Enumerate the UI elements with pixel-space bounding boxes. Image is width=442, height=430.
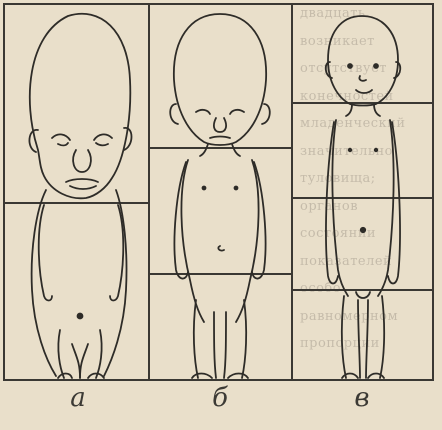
navel — [218, 246, 224, 251]
leg — [96, 330, 102, 378]
head-outline — [30, 14, 131, 199]
eye — [58, 143, 68, 145]
neck — [374, 104, 380, 116]
leg — [80, 344, 88, 378]
eye — [196, 110, 210, 114]
torso-outline — [236, 160, 259, 322]
mouth — [210, 137, 230, 139]
caption-b: б — [200, 383, 240, 423]
leg — [72, 344, 80, 378]
leg — [342, 296, 346, 378]
arm — [110, 205, 123, 301]
eye — [52, 134, 70, 140]
figure-a — [29, 14, 131, 378]
ear — [170, 104, 178, 124]
nipple — [235, 187, 238, 190]
mouth — [70, 186, 96, 189]
foot — [58, 374, 72, 379]
ear — [262, 104, 270, 124]
neck — [346, 104, 352, 116]
figure-grid — [4, 4, 433, 380]
torso-outline — [378, 120, 394, 296]
leg — [380, 296, 384, 378]
leg — [366, 300, 368, 378]
torso-outline — [181, 160, 204, 322]
nose — [359, 76, 366, 81]
eye — [348, 64, 352, 68]
figure-frame — [4, 4, 433, 380]
leg — [224, 312, 226, 378]
navel — [361, 228, 365, 232]
mouth — [66, 179, 98, 182]
genitals — [356, 292, 370, 298]
navel — [78, 314, 83, 319]
eye — [94, 134, 112, 140]
torso-outline — [32, 190, 56, 376]
head-outline — [174, 14, 266, 145]
torso-outline — [104, 190, 127, 376]
neck — [232, 144, 240, 156]
nipple — [375, 149, 378, 152]
nipple — [349, 149, 352, 152]
foot — [192, 374, 212, 379]
leg — [214, 312, 216, 378]
leg — [358, 300, 360, 378]
nose — [73, 150, 91, 172]
eye — [374, 64, 378, 68]
arm — [39, 205, 52, 301]
leg — [58, 330, 64, 378]
nose — [214, 118, 226, 132]
nipple — [203, 187, 206, 190]
leg — [242, 300, 246, 378]
foot — [228, 374, 248, 379]
eye — [96, 143, 108, 145]
eye — [230, 110, 244, 114]
torso-outline — [332, 120, 348, 296]
figure-b — [170, 14, 270, 378]
caption-c: в — [342, 383, 382, 423]
caption-a: а — [58, 383, 98, 423]
mouth — [356, 90, 372, 93]
leg — [194, 300, 198, 378]
neck — [200, 144, 208, 156]
